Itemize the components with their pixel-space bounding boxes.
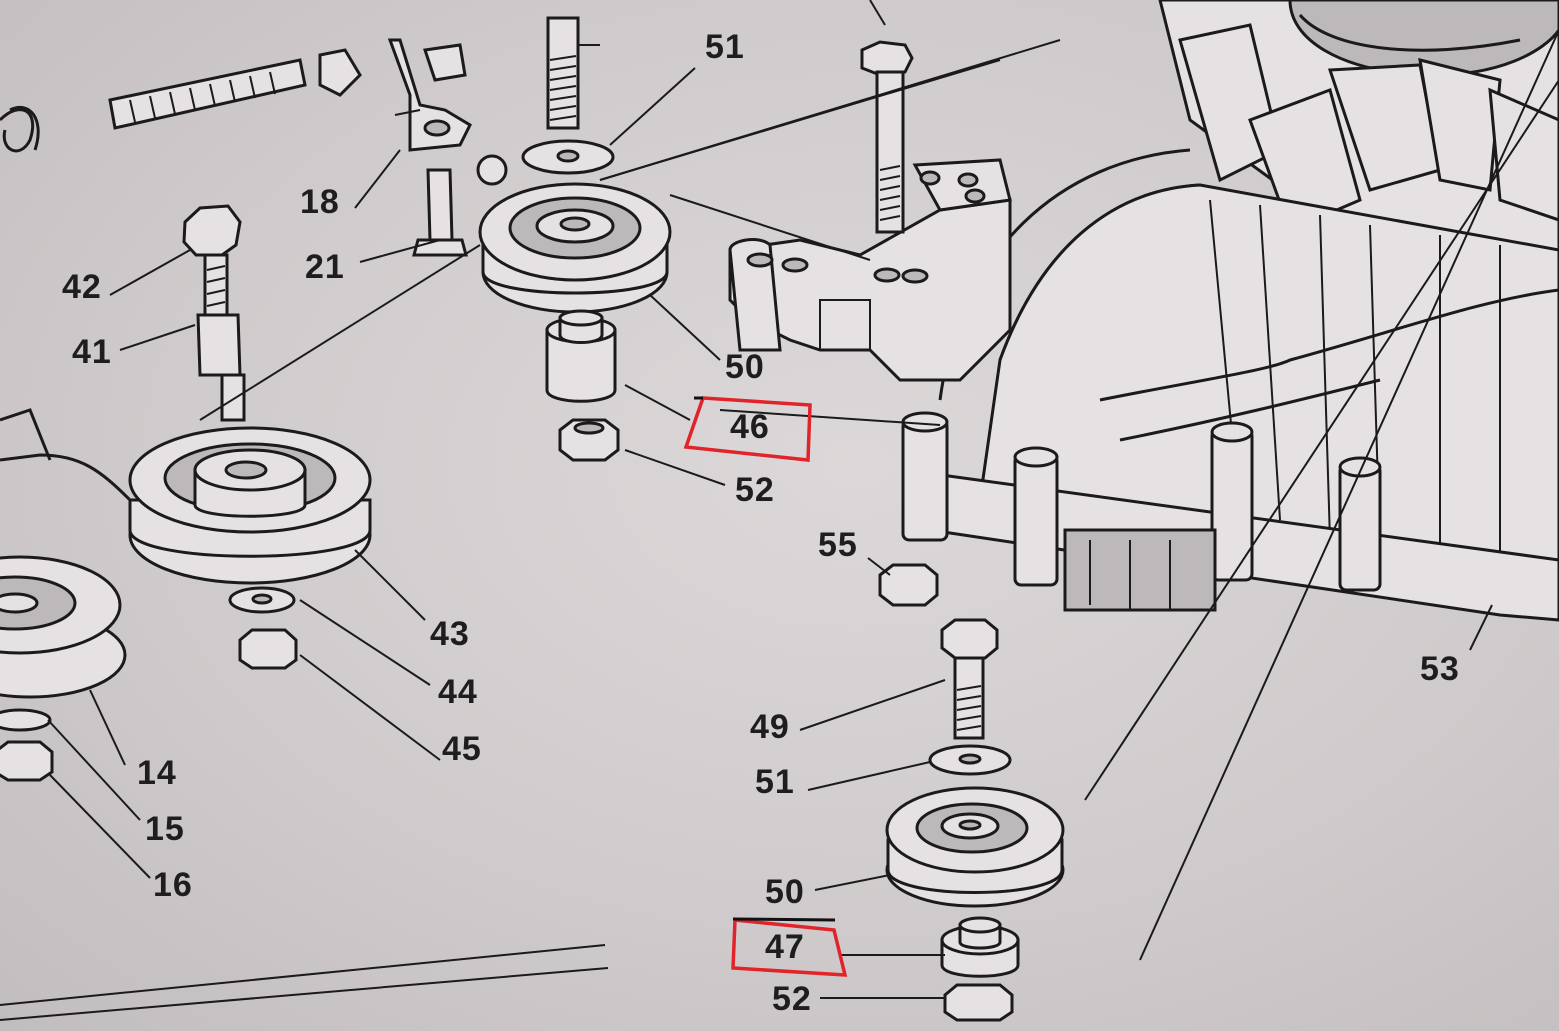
- callout-50-upper: 50: [725, 348, 765, 386]
- callout-47: 47: [765, 928, 805, 966]
- tension-spring-assembly: [0, 38, 508, 257]
- callout-55: 55: [818, 526, 858, 564]
- callout-50-lower: 50: [765, 873, 805, 911]
- callout-43: 43: [430, 615, 470, 653]
- callout-51-lower: 51: [755, 763, 795, 801]
- pulley-lower-stack: [885, 618, 1065, 1022]
- callout-16: 16: [153, 866, 193, 904]
- callout-18: 18: [300, 183, 340, 221]
- callout-52-lower: 52: [772, 980, 812, 1018]
- callout-41: 41: [72, 333, 112, 371]
- callout-42: 42: [62, 268, 102, 306]
- gearbox-housing: [901, 0, 1559, 622]
- callout-46: 46: [730, 408, 770, 446]
- highlight-box-46: [683, 396, 812, 462]
- callout-52-upper: 52: [735, 471, 775, 509]
- nut-55: [878, 563, 939, 607]
- pulley-upper: [478, 16, 672, 462]
- idler-bracket: [728, 158, 1012, 382]
- pulley-left: [128, 204, 372, 670]
- callout-21: 21: [305, 248, 345, 286]
- callout-14: 14: [137, 754, 177, 792]
- callout-45: 45: [442, 730, 482, 768]
- callout-15: 15: [145, 810, 185, 848]
- callout-51-top: 51: [705, 28, 745, 66]
- callout-53: 53: [1420, 650, 1460, 688]
- highlight-box-47: [731, 917, 848, 977]
- pulley-far-left: [0, 408, 132, 782]
- bolt-top: [860, 40, 914, 234]
- callout-49: 49: [750, 708, 790, 746]
- callout-44: 44: [438, 673, 478, 711]
